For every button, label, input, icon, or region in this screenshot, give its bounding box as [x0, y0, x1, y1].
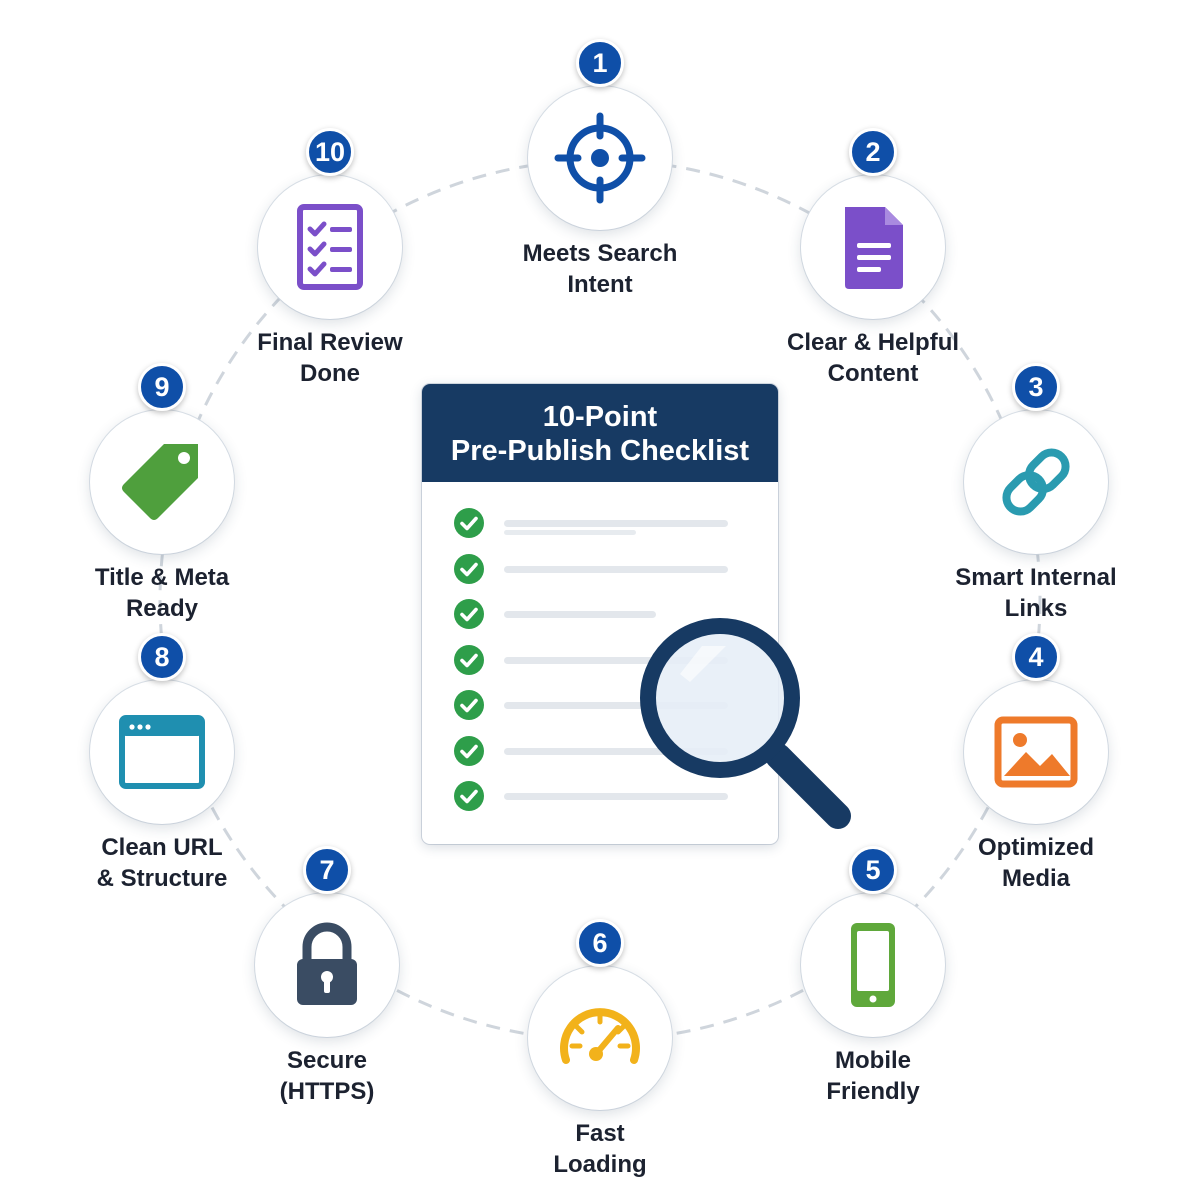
step-label-line2: Links — [1004, 595, 1068, 622]
magnifying-glass-icon — [640, 618, 851, 829]
step-label-line2: Done — [300, 360, 360, 387]
step-number-badge: 7 — [303, 846, 351, 894]
checklist-row — [454, 599, 754, 629]
tag-icon — [122, 444, 198, 520]
checklist-row — [454, 553, 754, 584]
step-label-line1: Meets Search — [522, 240, 678, 267]
step-number-badge: 4 — [1012, 633, 1060, 681]
checklist-card: 10-Point Pre-Publish Checklist — [422, 384, 778, 844]
placeholder-line — [504, 702, 728, 709]
step-label-line2: Content — [827, 360, 919, 387]
step-label-line2: Media — [1001, 865, 1070, 892]
checklist-icon — [297, 204, 363, 290]
step-circle — [964, 410, 1108, 554]
checklist-row — [454, 644, 754, 675]
checklist-title-line1: 10-Point — [542, 401, 658, 433]
checklist-row — [454, 690, 754, 720]
step-label-line1: Clear & Helpful — [786, 329, 960, 356]
step-circle — [528, 966, 672, 1110]
checklist-row — [454, 781, 754, 811]
step-label: Clean URL & Structure — [52, 832, 272, 894]
step-number-badge: 3 — [1012, 363, 1060, 411]
step-number-badge: 6 — [576, 919, 624, 967]
step-circle — [801, 175, 945, 319]
step-circle — [801, 893, 945, 1037]
placeholder-subline — [504, 530, 636, 535]
placeholder-line — [504, 793, 728, 800]
placeholder-line — [504, 520, 728, 527]
checklist-title: 10-Point Pre-Publish Checklist — [422, 384, 778, 482]
step-label-line2: (HTTPS) — [279, 1078, 375, 1105]
placeholder-line — [504, 747, 728, 755]
checkmark-icon — [454, 690, 484, 720]
step-number-badge: 5 — [849, 846, 897, 894]
checklist-row — [454, 735, 754, 766]
step-label-line2: Intent — [567, 271, 633, 298]
checklist-title-line2: Pre-Publish Checklist — [450, 435, 750, 467]
mobile-icon — [851, 923, 895, 1007]
step-label-line1: Clean URL — [101, 834, 223, 861]
placeholder-line — [504, 611, 656, 618]
step-label: Secure (HTTPS) — [217, 1045, 437, 1107]
checkmark-icon — [454, 781, 484, 811]
step-label-line2: Loading — [553, 1151, 647, 1178]
step-number-badge: 10 — [306, 128, 354, 176]
checkmark-icon — [454, 735, 484, 766]
checkmark-icon — [454, 508, 484, 538]
step-circle — [255, 893, 399, 1037]
step-label-line1: Optimized — [977, 834, 1094, 861]
step-number-badge: 9 — [138, 363, 186, 411]
placeholder-line — [504, 656, 728, 664]
step-label-line1: Mobile — [835, 1047, 911, 1074]
step-label-line2: Friendly — [826, 1078, 920, 1105]
checkmark-icon — [454, 644, 484, 675]
step-circle — [258, 175, 402, 319]
target-icon — [554, 112, 646, 204]
step-circle — [90, 410, 234, 554]
image-icon — [994, 716, 1078, 788]
step-number-badge: 1 — [576, 39, 624, 87]
checklist-row — [454, 508, 754, 538]
browser-window-icon — [119, 715, 205, 789]
placeholder-line — [504, 565, 728, 573]
step-label-line1: Secure — [286, 1047, 368, 1074]
step-label-line2: & Structure — [96, 865, 228, 892]
step-circle — [528, 86, 672, 230]
step-label-line2: Ready — [125, 595, 199, 622]
step-label-line1: Fast — [575, 1120, 625, 1147]
step-label-line1: Smart Internal — [955, 564, 1117, 591]
checkmark-icon — [454, 599, 484, 629]
document-icon — [845, 207, 903, 289]
step-number-badge: 8 — [138, 633, 186, 681]
step-number-badge: 2 — [849, 128, 897, 176]
lock-icon — [297, 922, 357, 1005]
step-circle — [964, 680, 1108, 824]
step-label-line1: Title & Meta — [94, 564, 230, 591]
step-circle — [90, 680, 234, 824]
speedometer-icon — [560, 1008, 640, 1064]
checkmark-icon — [454, 553, 484, 584]
link-icon — [1002, 448, 1070, 516]
step-label-line1: Final Review — [257, 329, 403, 356]
